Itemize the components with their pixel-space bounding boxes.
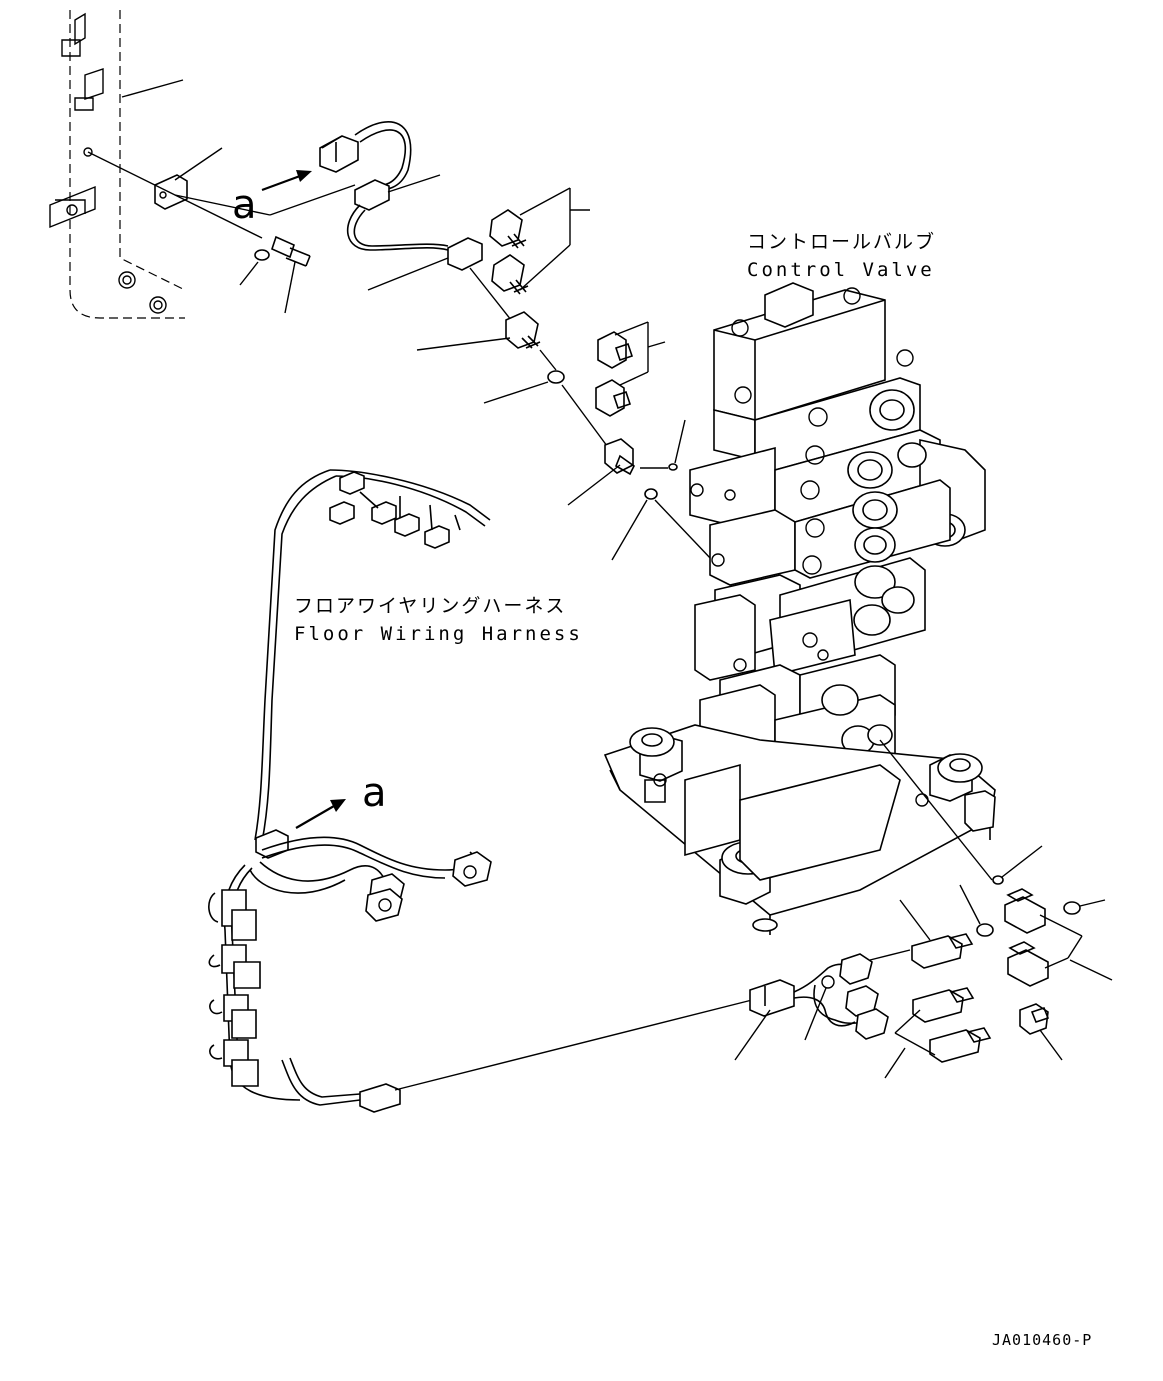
view-ref-a-top: a [232,182,257,228]
valve-solenoids [690,386,927,819]
frame-bracket [49,10,186,319]
top-harness [87,121,611,451]
pressure-switch-group-upper [416,187,713,561]
floor-harness-label-jp: フロアワイヤリングハーネス [294,595,566,617]
control-valve-label-jp: コントロールバルブ [747,230,936,253]
floor-harness-label-en: Floor Wiring Harness [294,623,583,645]
view-ref-a-mid: a [362,770,387,816]
drawing-number: JA010460-P [992,1331,1092,1349]
control-valve [603,282,996,935]
lower-switch-cluster [734,845,1113,1079]
floor-wiring-harness [208,469,753,1113]
control-valve-label-en: Control Valve [747,259,935,281]
